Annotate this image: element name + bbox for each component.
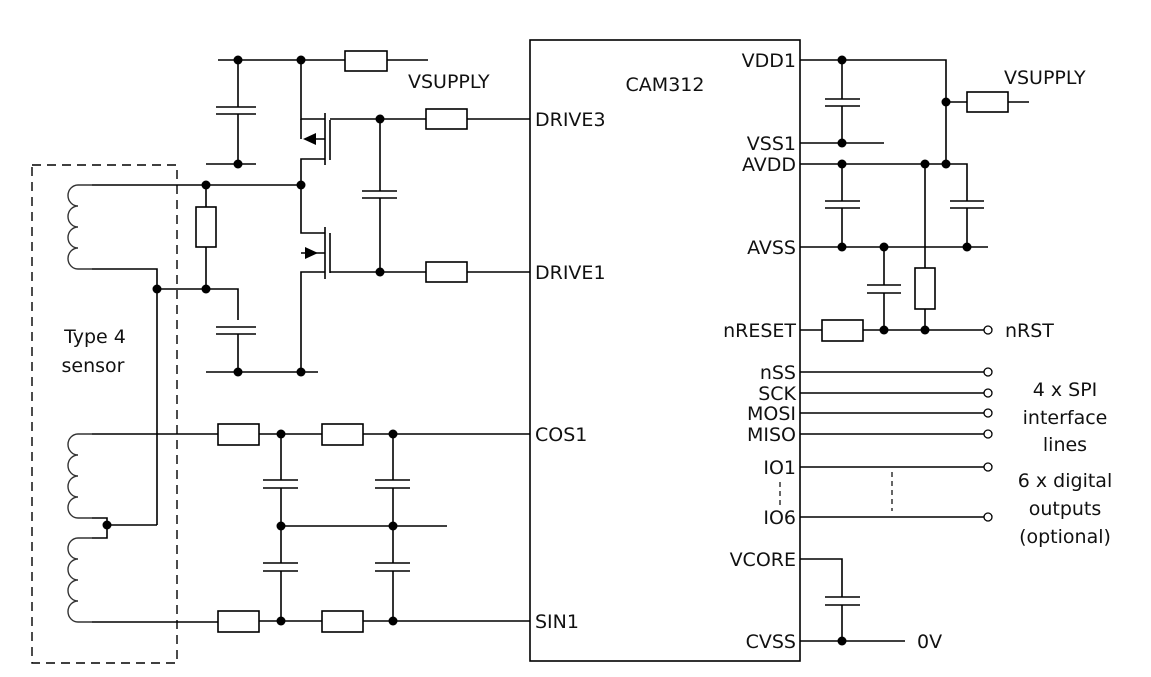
drive-coil bbox=[67, 184, 92, 270]
pin-miso: MISO bbox=[747, 424, 796, 446]
filter-network bbox=[217, 423, 530, 633]
vsupply-label-left: VSUPPLY bbox=[408, 71, 490, 93]
cos-resistor-2 bbox=[321, 423, 364, 446]
supply-resistor bbox=[344, 50, 388, 72]
pin-vss1: VSS1 bbox=[747, 133, 796, 155]
pmos-transistor bbox=[300, 60, 380, 185]
nmos-transistor bbox=[300, 185, 380, 372]
vsupply-label-right: VSUPPLY bbox=[1004, 67, 1086, 89]
pin-cvss: CVSS bbox=[746, 631, 796, 653]
vsupply-resistor bbox=[966, 91, 1009, 113]
pin-io6: IO6 bbox=[763, 507, 796, 529]
nrst-terminal bbox=[983, 325, 993, 335]
sensor-boundary bbox=[31, 164, 178, 664]
spi-label-line1: 4 x SPI bbox=[1033, 379, 1098, 401]
cos-coil bbox=[67, 433, 92, 519]
digital-label-line1: 6 x digital bbox=[1018, 470, 1112, 492]
power-network: VSUPPLY nRST bbox=[800, 55, 1086, 342]
pin-drive1: DRIVE1 bbox=[535, 262, 606, 284]
nrst-label: nRST bbox=[1005, 320, 1054, 342]
sensor-label-line1: Type 4 bbox=[63, 326, 126, 348]
io6-terminal bbox=[983, 512, 993, 522]
io-lines: 4 x SPI interface lines 6 x digital outp… bbox=[800, 367, 1112, 548]
sck-terminal bbox=[983, 388, 993, 398]
chip-body bbox=[529, 39, 801, 662]
spi-label-line3: lines bbox=[1043, 434, 1087, 456]
sin-resistor-1 bbox=[217, 610, 260, 633]
drive-stage: VSUPPLY bbox=[195, 50, 530, 377]
pin-vcore: VCORE bbox=[730, 549, 796, 571]
pin-io1: IO1 bbox=[763, 457, 796, 479]
core-supply: 0V bbox=[800, 558, 942, 653]
sensor-label-line2: sensor bbox=[62, 355, 125, 377]
type4-sensor: Type 4 sensor bbox=[31, 164, 178, 664]
cam312-chip: CAM312 DRIVE3 DRIVE1 COS1 SIN1 VDD1 VSS1… bbox=[529, 39, 801, 662]
pin-sck: SCK bbox=[758, 383, 796, 405]
miso-terminal bbox=[983, 429, 993, 439]
drive3-resistor bbox=[425, 108, 468, 130]
sin-coil bbox=[67, 537, 92, 623]
cos-resistor-1 bbox=[217, 423, 260, 446]
nss-terminal bbox=[983, 367, 993, 377]
pin-drive3: DRIVE3 bbox=[535, 109, 606, 131]
pin-nss: nSS bbox=[760, 362, 796, 384]
pin-avss: AVSS bbox=[747, 237, 796, 259]
io1-terminal bbox=[983, 462, 993, 472]
pin-mosi: MOSI bbox=[747, 403, 796, 425]
reset-pullup-resistor bbox=[914, 267, 936, 310]
digital-label-line2: outputs bbox=[1029, 498, 1102, 520]
sin-resistor-2 bbox=[321, 610, 364, 633]
chip-name: CAM312 bbox=[626, 74, 705, 96]
spi-label-line2: interface bbox=[1023, 407, 1108, 429]
pin-sin1: SIN1 bbox=[535, 611, 579, 633]
sensor-wiring bbox=[92, 184, 301, 623]
mosi-terminal bbox=[983, 408, 993, 418]
pin-avdd: AVDD bbox=[742, 154, 796, 176]
bias-resistor bbox=[195, 206, 217, 248]
drive1-resistor bbox=[425, 261, 468, 283]
ground-label: 0V bbox=[917, 631, 942, 653]
pin-cos1: COS1 bbox=[535, 424, 587, 446]
digital-label-line3: (optional) bbox=[1019, 526, 1111, 548]
nmos-arrow-icon bbox=[305, 247, 318, 259]
pin-vdd1: VDD1 bbox=[742, 50, 796, 72]
pin-nreset: nRESET bbox=[723, 320, 796, 342]
pmos-arrow-icon bbox=[303, 133, 316, 145]
reset-resistor bbox=[821, 319, 864, 342]
